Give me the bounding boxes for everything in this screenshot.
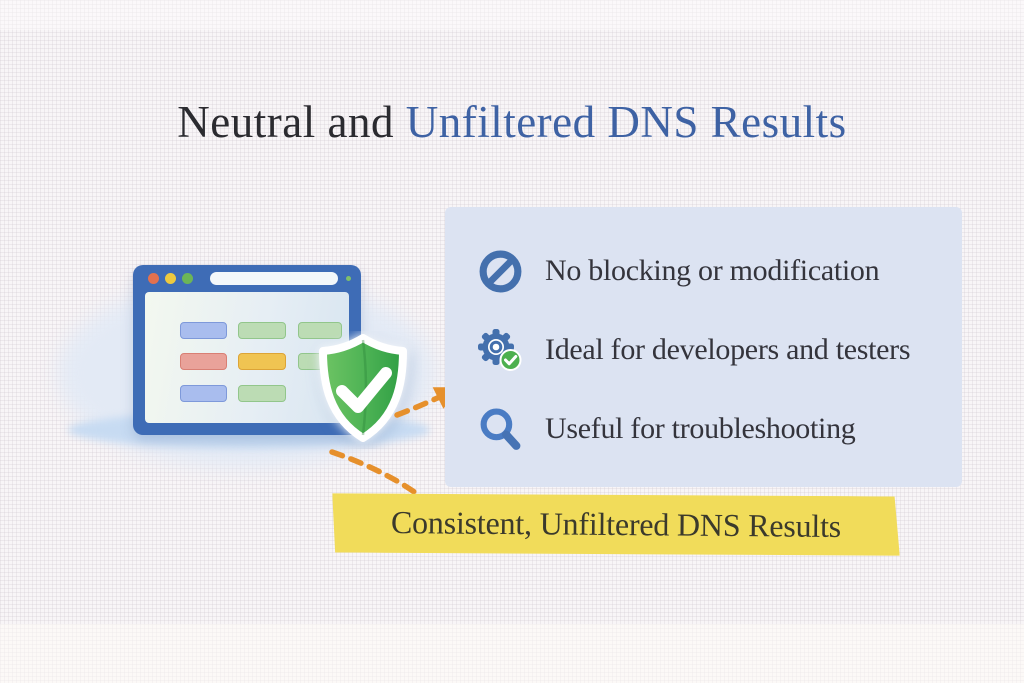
feature-item-developers: Ideal for developers and testers bbox=[475, 325, 962, 375]
highlight-banner: Consistent, Unfiltered DNS Results bbox=[332, 492, 901, 558]
window-dot-green-icon bbox=[182, 273, 193, 284]
feature-label: Ideal for developers and testers bbox=[545, 333, 911, 366]
title-blue-part: Unfiltered DNS Results bbox=[405, 97, 847, 147]
address-bar bbox=[210, 272, 338, 285]
browser-content-wireframe bbox=[145, 292, 349, 423]
wireframe-pill bbox=[180, 353, 227, 370]
wireframe-pill bbox=[238, 353, 286, 370]
feature-panel: No blocking or modification bbox=[445, 207, 962, 487]
paper-texture-bottom bbox=[0, 624, 1024, 683]
shield-check-icon bbox=[319, 334, 407, 442]
feature-item-no-blocking: No blocking or modification bbox=[475, 246, 962, 296]
title-dark-part: Neutral and bbox=[177, 97, 406, 147]
page-title: Neutral and Unfiltered DNS Results bbox=[0, 96, 1024, 148]
wireframe-pill bbox=[238, 385, 286, 402]
window-dot-red-icon bbox=[148, 273, 159, 284]
status-dot-icon bbox=[346, 276, 351, 281]
magnifier-icon bbox=[475, 404, 525, 454]
no-blocking-icon bbox=[475, 246, 525, 296]
wireframe-pill bbox=[238, 322, 286, 339]
gear-check-icon bbox=[475, 325, 525, 375]
feature-label: Useful for troubleshooting bbox=[545, 412, 856, 445]
wireframe-pill bbox=[298, 322, 342, 339]
browser-titlebar bbox=[133, 265, 361, 292]
feature-item-troubleshooting: Useful for troubleshooting bbox=[475, 404, 962, 454]
banner-label: Consistent, Unfiltered DNS Results bbox=[390, 504, 842, 544]
wireframe-pill bbox=[180, 322, 227, 339]
window-dot-yellow-icon bbox=[165, 273, 176, 284]
paper-texture-top bbox=[0, 0, 1024, 30]
feature-label: No blocking or modification bbox=[545, 254, 880, 287]
wireframe-pill bbox=[180, 385, 227, 402]
